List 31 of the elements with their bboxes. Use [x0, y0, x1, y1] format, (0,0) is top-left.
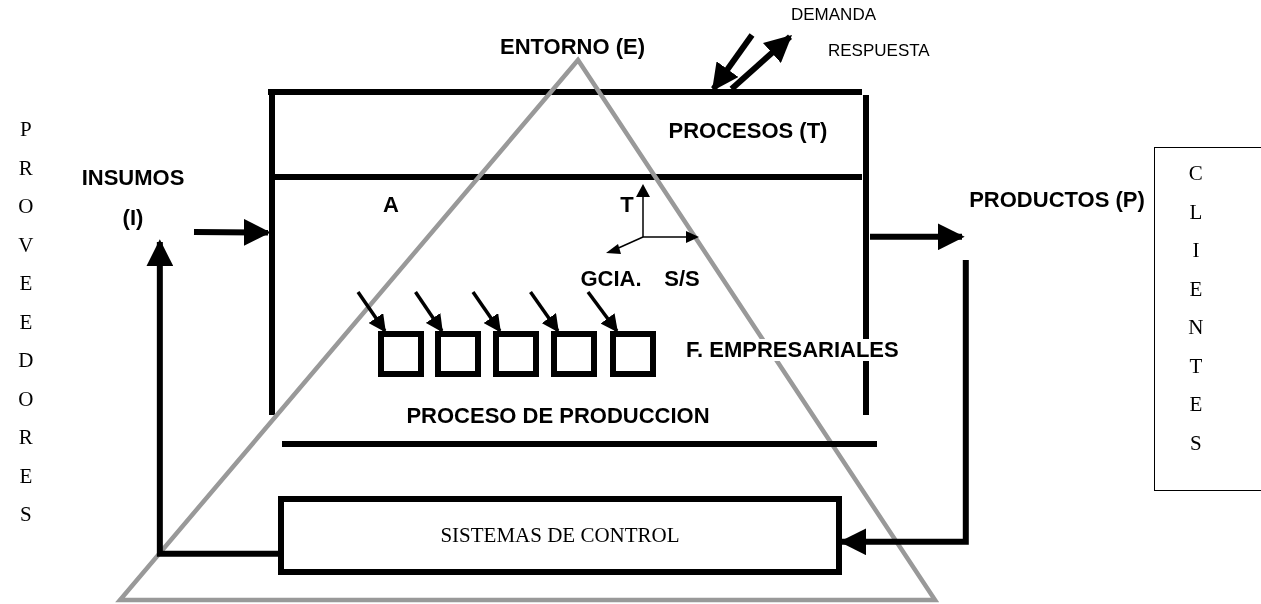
flow-label: INSUMOS (I)	[80, 164, 186, 232]
arrow	[471, 291, 502, 333]
square-box	[378, 331, 424, 377]
square-box	[493, 331, 539, 377]
arrow	[711, 33, 755, 92]
frame-text: GCIA.	[579, 265, 643, 293]
signal-label: DEMANDA	[791, 4, 876, 26]
arrow	[839, 260, 969, 556]
arrow	[193, 218, 271, 246]
frame-text: PROCESO DE PRODUCCION	[405, 402, 711, 430]
caption-label: F. EMPRESARIALES	[686, 339, 899, 361]
arrow	[356, 291, 387, 333]
frame-text: T	[619, 191, 635, 219]
flow-label: PRODUCTOS (P)	[968, 186, 1146, 214]
frame-text: PROCESOS (T)	[667, 117, 829, 145]
signal-label: RESPUESTA	[828, 40, 930, 62]
arrow	[870, 223, 965, 251]
square-box	[435, 331, 481, 377]
arrow	[146, 239, 278, 557]
arrow	[529, 291, 560, 333]
text-box: CLIENTES	[1154, 147, 1261, 491]
section-title: ENTORNO (E)	[500, 36, 646, 58]
arrow	[414, 291, 444, 333]
arrow	[729, 34, 792, 92]
arrow	[586, 290, 619, 333]
frame-text: A	[382, 191, 400, 219]
frame-text: S/S	[663, 265, 701, 293]
vertical-label: PROVEEDORES	[18, 116, 34, 528]
square-box	[610, 331, 656, 377]
square-box	[551, 331, 597, 377]
process-box: SISTEMAS DE CONTROL	[278, 496, 842, 575]
